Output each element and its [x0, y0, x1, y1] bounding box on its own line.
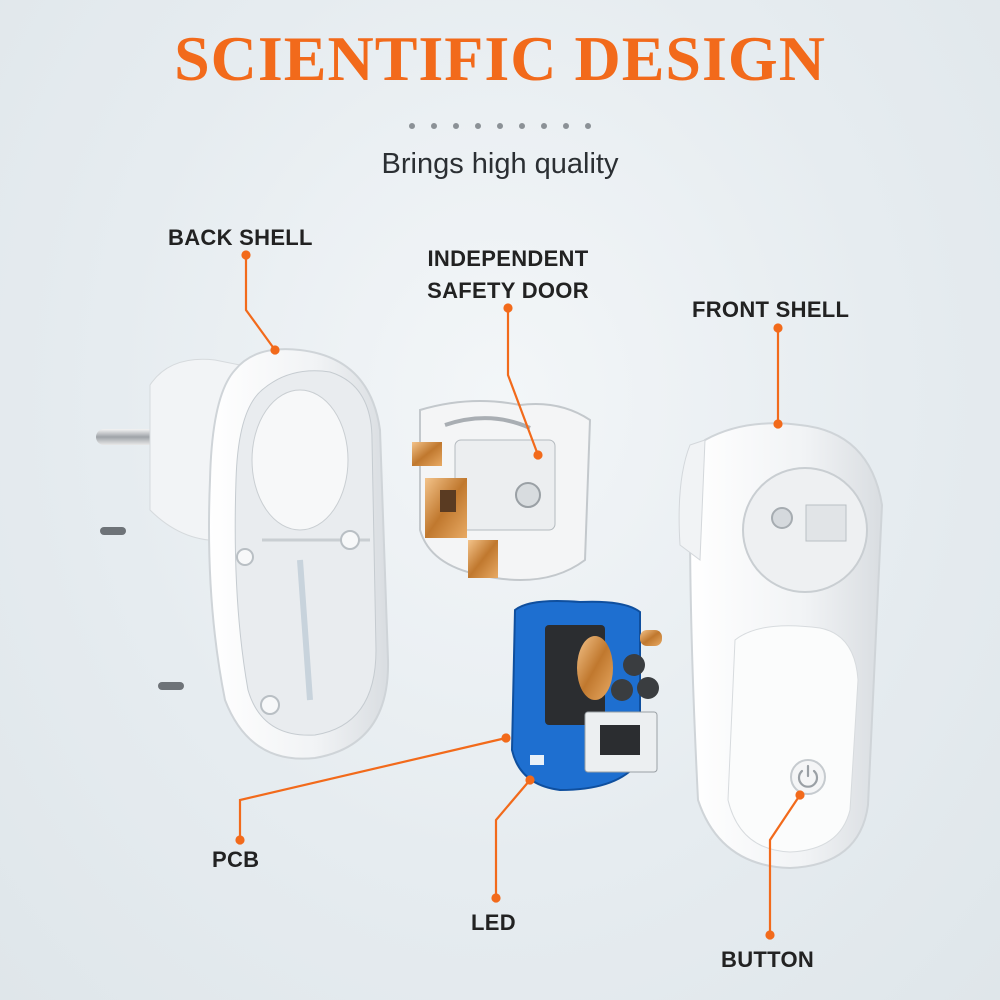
label-safety-door-line1: INDEPENDENT [427, 246, 589, 271]
screw-top [100, 527, 126, 535]
page-title: SCIENTIFIC DESIGN [174, 23, 826, 94]
label-front-shell: FRONT SHELL [692, 297, 850, 322]
back-shell [96, 348, 390, 760]
leader-lines [235, 250, 805, 940]
front-shell [678, 422, 884, 870]
leader-safety-door [506, 308, 540, 456]
page-subtitle: Brings high quality [381, 148, 619, 180]
safety-door-assembly [412, 400, 592, 581]
leader-back-shell [244, 255, 276, 351]
screw-bottom [158, 682, 184, 690]
leader-pcb [238, 736, 507, 840]
label-safety-door: INDEPENDENT SAFETY DOOR [415, 243, 601, 307]
label-pcb: PCB [212, 847, 260, 872]
decorative-dots [0, 116, 1000, 134]
leader-button [768, 794, 801, 935]
leader-led [494, 779, 531, 898]
led-component [530, 755, 544, 765]
label-back-shell: BACK SHELL [168, 225, 313, 250]
power-icon [790, 759, 826, 795]
label-button: BUTTON [721, 947, 815, 972]
label-led: LED [471, 910, 516, 935]
label-safety-door-line2: SAFETY DOOR [427, 278, 589, 303]
pcb-board [510, 600, 662, 792]
